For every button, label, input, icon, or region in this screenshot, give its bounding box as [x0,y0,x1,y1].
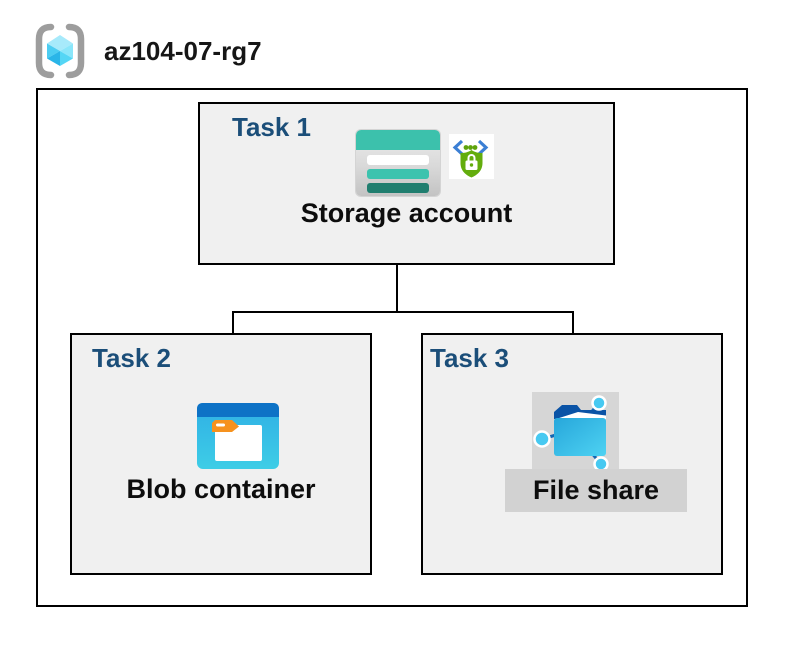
file-share-icon-highlight [532,392,619,472]
connector-horizontal [232,311,574,313]
task2-label: Task 2 [92,343,172,373]
connector-storage-stem [396,236,398,313]
storage-account-icon [356,130,440,196]
blob-container-label: Blob container [126,474,316,504]
task1-label: Task 1 [232,112,312,142]
storage-icon-topband [356,130,440,150]
task3-box: Task 3 File share [421,333,723,575]
blob-container-icon [197,403,279,469]
file-share-label: File share [505,469,687,512]
resource-group-icon [35,23,85,79]
task1-box: Task 1 Storage account [198,102,615,265]
task2-box: Task 2 Blob container [70,333,372,575]
secure-endpoint-icon [449,134,494,179]
resource-group-name: az104-07-rg7 [104,36,262,66]
task3-label: Task 3 [430,343,510,373]
file-share-icon [533,395,609,472]
storage-account-label: Storage account [300,198,513,228]
